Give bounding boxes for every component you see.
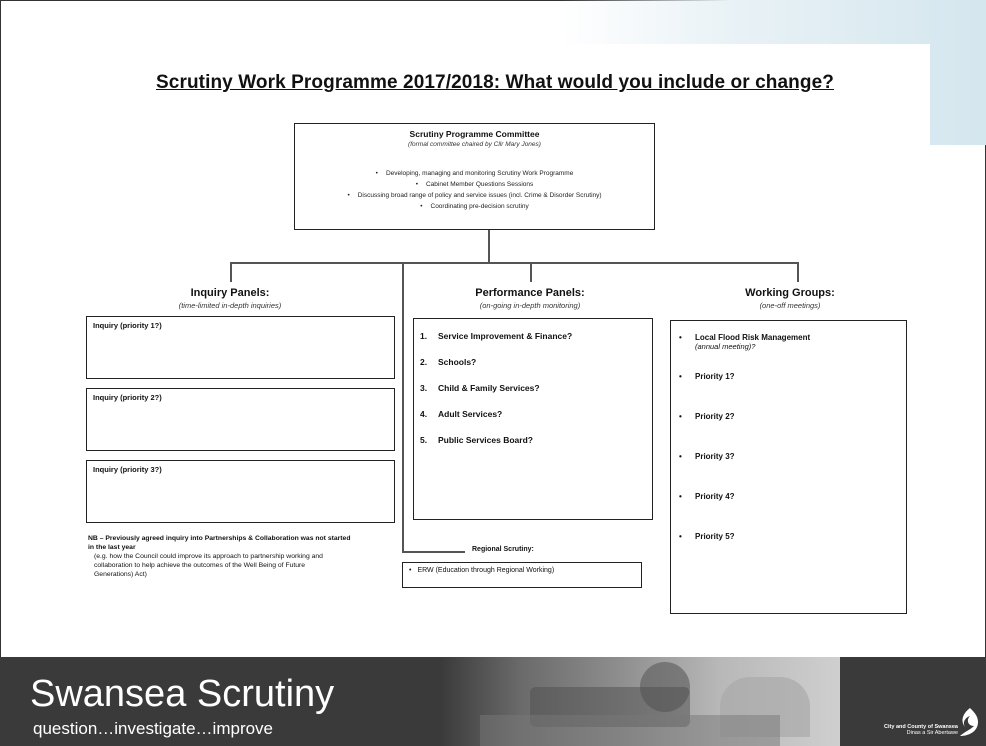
inquiry-box: Inquiry (priority 3?): [86, 460, 395, 523]
council-name-en: City and County of Swansea: [884, 724, 958, 730]
connector-horizontal: [230, 262, 798, 264]
performance-box: 1. Service Improvement & Finance? 2. Schoo…: [413, 318, 653, 520]
regional-item: • ERW (Education through Regional Working…: [409, 567, 554, 574]
performance-panels-subheading: (on-going in-depth monitoring): [479, 301, 581, 310]
council-name-cy: Dinas a Sir Abertawe: [906, 730, 958, 736]
council-logo-icon: [960, 708, 978, 736]
working-groups-heading: Working Groups:: [745, 287, 835, 299]
inquiry-label: Inquiry (priority 1?): [93, 321, 162, 330]
inquiry-box: Inquiry (priority 2?): [86, 388, 395, 451]
performance-item-number: 3.: [420, 383, 428, 393]
inquiry-label: Inquiry (priority 2?): [93, 393, 162, 402]
committee-bullet: Discussing broad range of policy and ser…: [295, 190, 654, 201]
inquiry-panels-subheading: (time-limited in-depth inquiries): [178, 301, 282, 310]
working-group-item: Priority 2?: [677, 412, 810, 452]
footer-photo: [440, 657, 840, 746]
footer-brand: Swansea Scrutiny: [30, 673, 335, 715]
working-groups-subheading: (one-off meetings): [759, 301, 821, 310]
working-group-item: Priority 5?: [677, 532, 810, 572]
committee-subheading: (formal committee chaired by Cllr Mary J…: [408, 141, 541, 148]
inquiry-panels-heading: Inquiry Panels:: [190, 287, 270, 299]
council-logo-area: [840, 657, 986, 746]
footer-tagline: question…investigate…improve: [33, 719, 274, 738]
performance-item-label: Adult Services?: [438, 409, 503, 419]
working-group-item-label: Local Flood Risk Management: [695, 333, 811, 342]
committee-box: Scrutiny Programme Committee (formal com…: [294, 123, 655, 230]
committee-bullet: Cabinet Member Questions Sessions: [295, 179, 654, 190]
working-groups-box: Local Flood Risk Management (annual meet…: [670, 320, 907, 614]
performance-item-label: Service Improvement & Finance?: [438, 331, 573, 341]
committee-bullet: Developing, managing and monitoring Scru…: [295, 168, 654, 179]
committee-bullet: Coordinating pre-decision scrutiny: [295, 201, 654, 212]
connector-regional-horizontal: [402, 551, 465, 553]
performance-panels-heading: Performance Panels:: [475, 287, 585, 299]
regional-heading: Regional Scrutiny:: [472, 546, 534, 553]
inquiry-label: Inquiry (priority 3?): [93, 465, 162, 474]
performance-item: 1. Service Improvement & Finance?: [420, 331, 572, 357]
connector-inquiry: [230, 262, 232, 282]
connector-regional-vertical: [402, 262, 404, 552]
performance-item-number: 2.: [420, 357, 428, 367]
inquiry-note-text: (e.g. how the Council could improve its …: [94, 553, 323, 578]
committee-bullets: Developing, managing and monitoring Scru…: [295, 168, 654, 212]
bullet-icon: •: [409, 567, 412, 574]
working-group-item: Local Flood Risk Management (annual meet…: [677, 333, 810, 372]
performance-item-number: 5.: [420, 435, 428, 445]
inquiry-note: NB – Previously agreed inquiry into Part…: [88, 534, 358, 579]
performance-item-label: Public Services Board?: [438, 435, 533, 445]
council-name: City and County of Swansea Dinas a Sir A…: [848, 724, 958, 736]
performance-item-number: 4.: [420, 409, 428, 419]
working-group-item: Priority 4?: [677, 492, 810, 532]
performance-item: 4. Adult Services?: [420, 409, 572, 435]
performance-list: 1. Service Improvement & Finance? 2. Schoo…: [420, 331, 572, 461]
performance-item-number: 1.: [420, 331, 428, 341]
connector-performance: [530, 262, 532, 282]
regional-box: • ERW (Education through Regional Working…: [402, 562, 642, 588]
performance-item: 3. Child & Family Services?: [420, 383, 572, 409]
connector-vertical-main: [488, 230, 490, 262]
working-groups-list: Local Flood Risk Management (annual meet…: [677, 333, 810, 572]
footer-banner: [0, 657, 986, 746]
slide-title: Scrutiny Work Programme 2017/2018: What …: [156, 72, 834, 93]
regional-item-label: ERW (Education through Regional Working): [417, 567, 555, 574]
working-group-item: Priority 3?: [677, 452, 810, 492]
working-group-item: Priority 1?: [677, 372, 810, 412]
inquiry-note-bold: NB – Previously agreed inquiry into Part…: [88, 535, 351, 551]
performance-item-label: Child & Family Services?: [438, 383, 540, 393]
performance-item-label: Schools?: [438, 357, 477, 367]
connector-working: [797, 262, 799, 282]
performance-item: 5. Public Services Board?: [420, 435, 572, 461]
performance-item: 2. Schools?: [420, 357, 572, 383]
working-group-item-sub: (annual meeting)?: [695, 342, 756, 351]
committee-heading: Scrutiny Programme Committee: [409, 129, 540, 139]
inquiry-box: Inquiry (priority 1?): [86, 316, 395, 379]
